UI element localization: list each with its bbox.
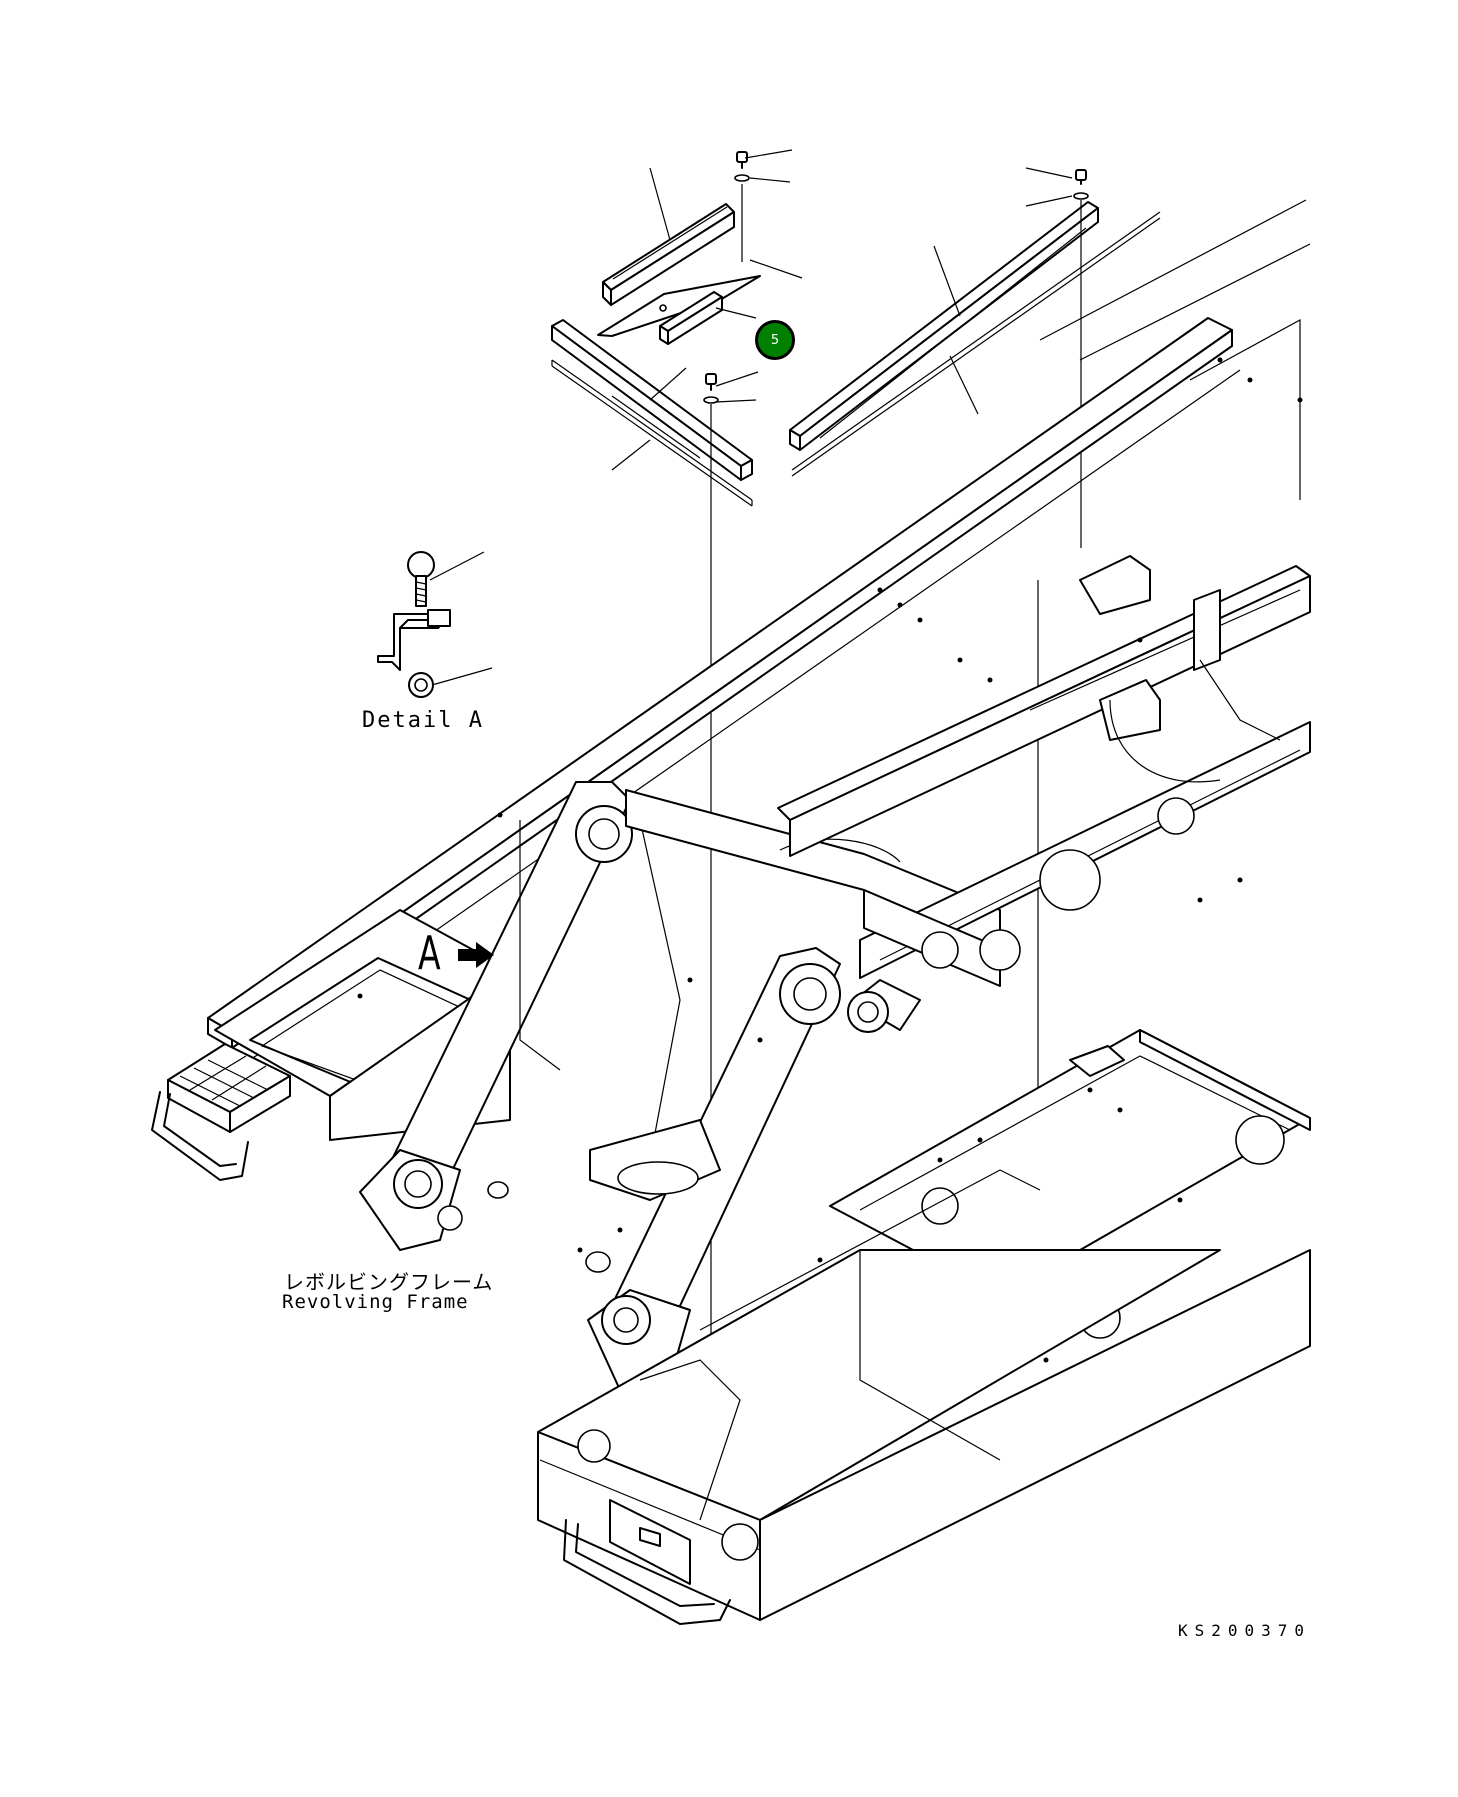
bolt-icon	[736, 151, 748, 169]
revolving-frame	[151, 199, 1311, 1625]
step-grid	[179, 1055, 269, 1107]
bolt-icon	[1075, 169, 1087, 185]
view-letter: A	[418, 926, 441, 980]
washer-icon	[734, 174, 750, 182]
washer-icon	[703, 396, 719, 404]
frame-label-en: Revolving Frame	[282, 1291, 469, 1313]
detail-label: Detail A	[362, 708, 484, 733]
exploded-cover-parts	[551, 149, 1161, 1530]
bolt-holes	[357, 357, 1303, 1363]
frame-label-ja: レボルビングフレーム	[284, 1270, 494, 1294]
callout-5-number: 5	[770, 332, 780, 348]
detail-a-clamp	[377, 551, 493, 698]
drawing-number: KS200370	[1178, 1621, 1312, 1640]
view-arrow-icon	[458, 942, 494, 968]
bolt-icon	[705, 373, 717, 391]
callout-5[interactable]: 5	[755, 320, 795, 360]
washer-icon	[1073, 192, 1089, 200]
